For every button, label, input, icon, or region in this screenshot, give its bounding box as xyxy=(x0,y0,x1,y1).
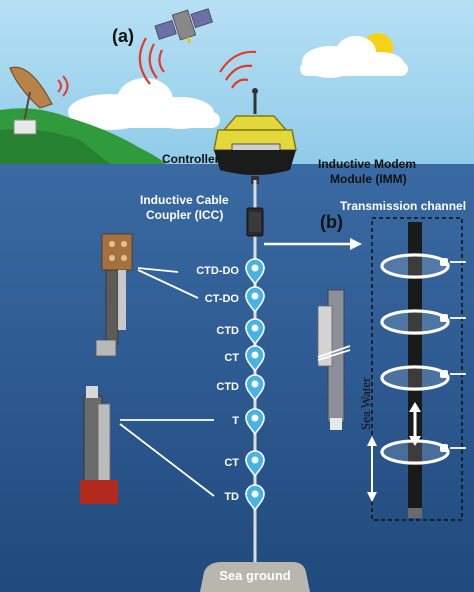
sensor-label: CTD-DO xyxy=(196,265,239,277)
panel-a-label: (a) xyxy=(112,26,134,46)
sensor-label: CT-DO xyxy=(205,293,240,305)
sensor-label: TD xyxy=(224,491,239,503)
sensor-core xyxy=(252,457,259,464)
inductive-cable-coupler xyxy=(247,208,263,236)
controller-label: Controller xyxy=(162,152,220,166)
sensor-core xyxy=(252,325,259,332)
imm-label-line2: Module (IMM) xyxy=(330,172,407,186)
icc-label-line2: Coupler (ICC) xyxy=(146,208,223,222)
imm-label-line1: Inductive Modem xyxy=(318,157,416,171)
sensor-label: CTD xyxy=(216,381,239,393)
sea-ground-label: Sea ground xyxy=(219,568,291,583)
sensor-label: T xyxy=(232,415,239,427)
sensor-core xyxy=(252,293,259,300)
sea-water-label: Sea Water xyxy=(358,377,373,430)
sensor-core xyxy=(252,265,259,272)
icc-label-line1: Inductive Cable xyxy=(140,193,229,207)
sensor-core xyxy=(252,491,259,498)
sensor-core xyxy=(252,352,259,359)
panel-b-label: (b) xyxy=(320,212,343,232)
transmission-channel-label: Transmission channel xyxy=(340,199,466,213)
sensor-core xyxy=(252,415,259,422)
sensor-core xyxy=(252,381,259,388)
sensor-label: CTD xyxy=(216,325,239,337)
sensor-label: CT xyxy=(224,457,239,469)
sensor-label: CT xyxy=(224,352,239,364)
